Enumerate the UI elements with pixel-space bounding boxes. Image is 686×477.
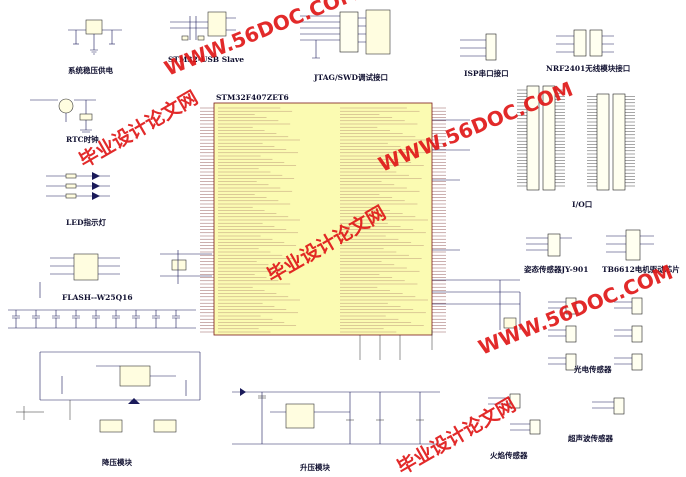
led-label: LED指示灯 — [66, 217, 106, 227]
photo-sensor-label: 光电传感器 — [573, 364, 612, 374]
boost-module-label: 升压模块 — [300, 462, 330, 472]
buck-module-block — [16, 351, 201, 433]
io-port-block — [517, 85, 635, 191]
watermark-url-3: WWW.56DOC.COM — [475, 260, 676, 360]
boost-module-block — [232, 388, 440, 445]
attitude-sensor-block — [526, 233, 572, 257]
watermark-school-3: 毕业设计论文网 — [393, 393, 520, 477]
flame-sensor-label: 火焰传感器 — [490, 450, 528, 460]
isp-block — [460, 33, 497, 61]
rtc-label: RTC时钟 — [66, 134, 99, 144]
watermark-school-1: 毕业设计论文网 — [75, 86, 202, 172]
rtc-block — [30, 98, 96, 133]
jtag-block — [300, 9, 391, 59]
crystal-circuit — [160, 250, 212, 284]
ultrasonic-label: 超声波传感器 — [567, 433, 613, 443]
isp-label: ISP串口接口 — [464, 68, 509, 78]
nrf2401-label: NRF2401无线模块接口 — [546, 63, 630, 73]
flash-label: FLASH--W25Q16 — [62, 293, 133, 302]
led-block — [46, 172, 110, 200]
usb-slave-block — [170, 11, 236, 41]
usb-slave-label: STM32-USB Slave — [168, 55, 244, 64]
mcu-label: STM32F407ZET6 — [216, 93, 289, 102]
mcu-chip — [200, 102, 446, 336]
attitude-sensor-label: 姿态传感器JY-901 — [524, 264, 588, 274]
flame-sensor-block — [488, 393, 541, 435]
buck-module-label: 降压模块 — [102, 457, 132, 467]
mcu-right-bus — [359, 119, 521, 360]
motor-driver-label: TB6612电机驱动芯片 — [602, 264, 680, 274]
io-label: I/O口 — [572, 200, 592, 209]
power-supply-block — [68, 19, 122, 55]
ultrasonic-block — [592, 397, 625, 415]
capacitor-bank — [8, 309, 196, 329]
power-supply-label: 系统稳压供电 — [68, 65, 113, 75]
watermark-url-1: WWW.56DOC.COM — [161, 0, 362, 81]
motor-driver-block — [606, 229, 654, 261]
photo-sensor-block — [548, 297, 643, 371]
jtag-label: JTAG/SWD调试接口 — [313, 72, 388, 82]
nrf2401-block — [556, 29, 614, 57]
flash-block — [39, 253, 120, 298]
